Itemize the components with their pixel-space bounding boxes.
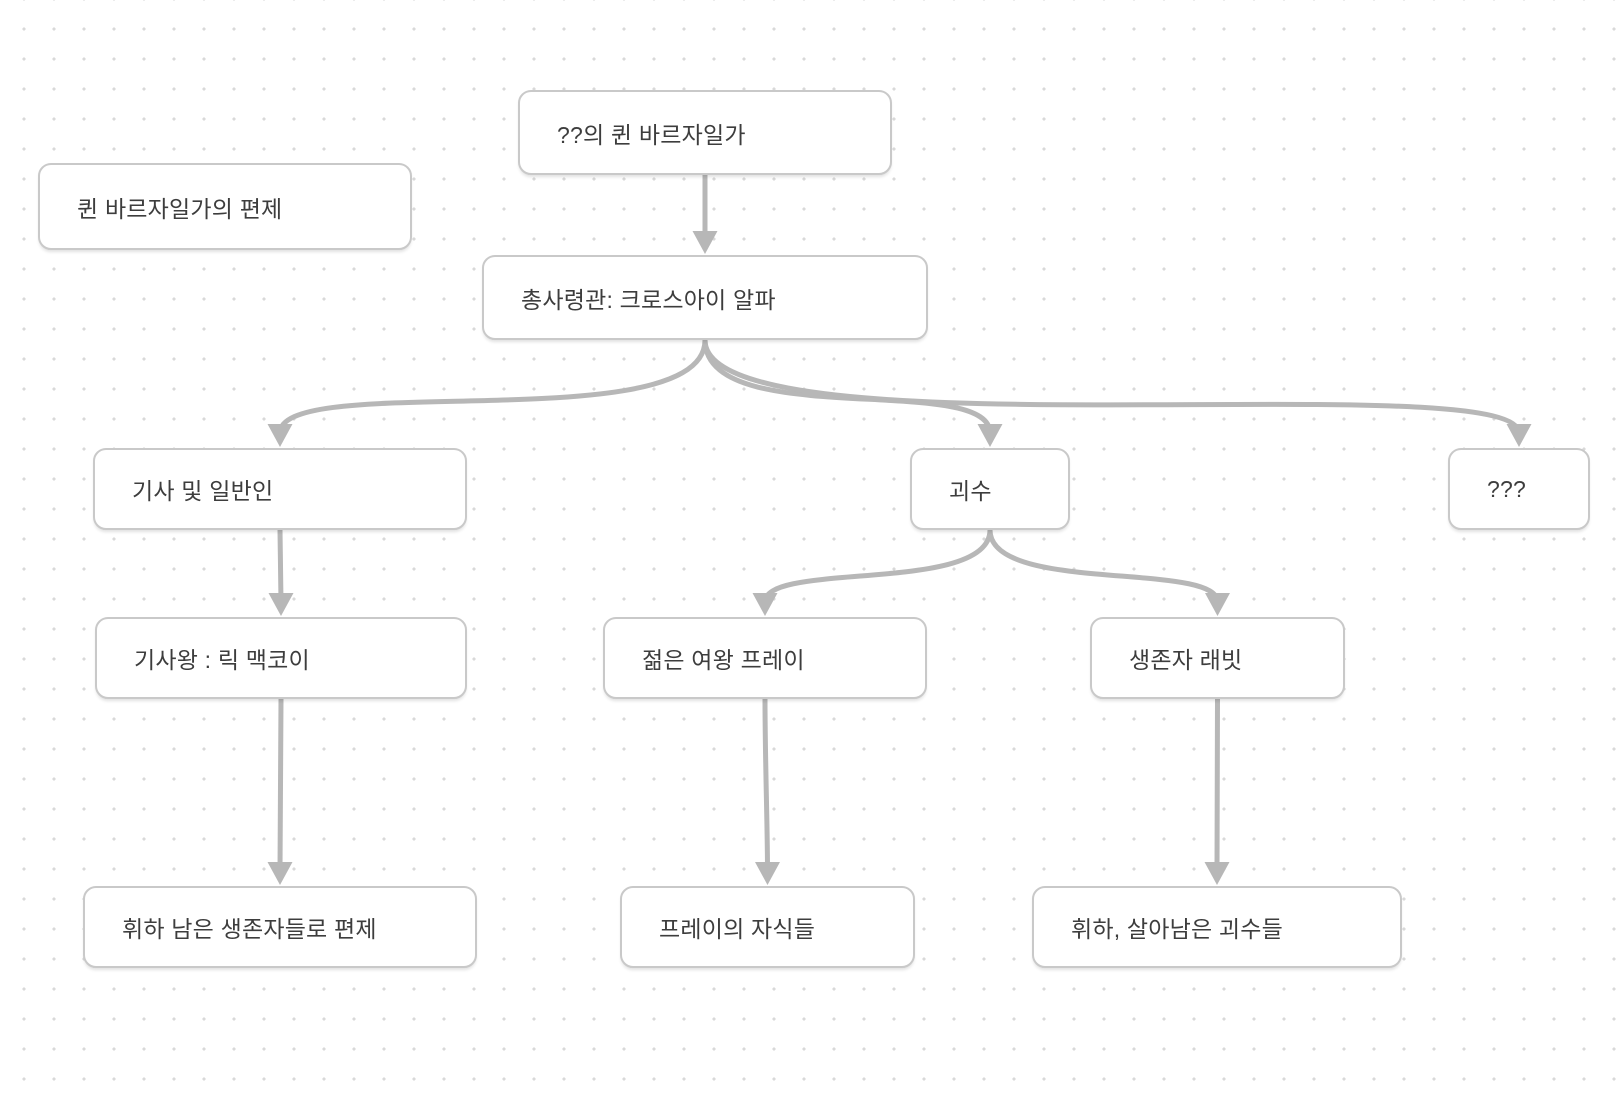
flow-node-root[interactable]: ??의 퀸 바르자일가 [518, 90, 892, 175]
flow-node-knight-king[interactable]: 기사왕 : 릭 맥코이 [95, 617, 467, 699]
flow-node-formation-title[interactable]: 퀸 바르자일가의 편제 [38, 163, 412, 250]
flow-node-label: 휘하, 살아남은 괴수들 [1071, 916, 1284, 942]
edge-commander-unknown [702, 337, 1522, 436]
flow-node-label: 젊은 여왕 프레이 [642, 647, 805, 673]
flow-node-label: 퀸 바르자일가의 편제 [77, 195, 283, 222]
edge-knight-king-survivors [277, 696, 284, 874]
arrowhead-icon [977, 424, 1003, 447]
edge-rabbit-surviving-monsters [1214, 696, 1220, 874]
edge-commander-monster [702, 337, 993, 436]
flow-node-rabbit[interactable]: 생존자 래빗 [1090, 617, 1345, 699]
flow-node-label: ??의 퀸 바르자일가 [557, 121, 746, 148]
arrowhead-icon [268, 593, 294, 616]
arrowhead-icon [1506, 424, 1532, 447]
flow-node-label: 괴수 [949, 478, 992, 504]
arrowhead-icon [1205, 593, 1230, 616]
flow-node-young-queen[interactable]: 젊은 여왕 프레이 [603, 617, 927, 699]
flow-node-monster[interactable]: 괴수 [910, 448, 1070, 530]
flow-node-commander[interactable]: 총사령관: 크로스아이 알파 [482, 255, 928, 340]
edge-young-queen-frey-children [762, 696, 770, 874]
edge-knights-knight-king [277, 527, 284, 605]
edge-commander-knights [277, 337, 708, 436]
flow-node-frey-children[interactable]: 프레이의 자식들 [620, 886, 915, 968]
flow-node-survivors[interactable]: 휘하 남은 생존자들로 편제 [83, 886, 477, 968]
edge-monster-young-queen [762, 527, 993, 605]
flow-node-knights[interactable]: 기사 및 일반인 [93, 448, 467, 530]
flow-node-label: ??? [1487, 475, 1526, 502]
flow-node-label: 기사왕 : 릭 맥코이 [134, 647, 310, 673]
arrowhead-icon [267, 424, 293, 447]
flow-node-label: 휘하 남은 생존자들로 편제 [122, 916, 377, 942]
arrowhead-icon [692, 231, 718, 254]
arrowhead-icon [1204, 862, 1230, 885]
edge-monster-rabbit [987, 527, 1220, 605]
arrowhead-icon [752, 593, 778, 616]
flow-node-unknown[interactable]: ??? [1448, 448, 1590, 530]
flow-node-label: 프레이의 자식들 [659, 916, 816, 942]
arrowhead-icon [267, 862, 293, 885]
flow-node-surviving-monsters[interactable]: 휘하, 살아남은 괴수들 [1032, 886, 1402, 968]
flow-node-label: 기사 및 일반인 [132, 478, 274, 504]
flow-node-label: 생존자 래빗 [1129, 647, 1243, 673]
arrowhead-icon [755, 862, 780, 885]
flow-node-label: 총사령관: 크로스아이 알파 [521, 286, 776, 313]
